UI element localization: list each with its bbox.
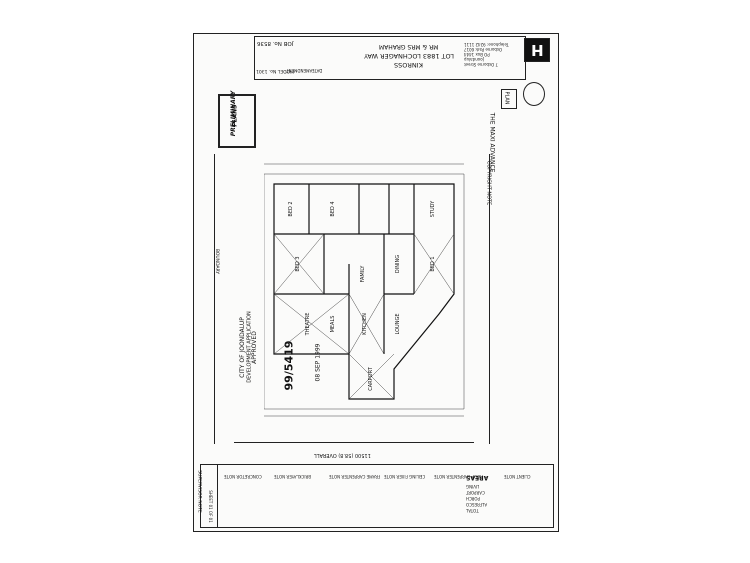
frame-carpenter-note: FRAME CARPENTER NOTE [329, 474, 381, 479]
job-number: JOB No. 8536 [257, 40, 294, 46]
sheet-number: SHEET 01 OF 01 [207, 490, 213, 523]
concretor-note: CONCRETOR NOTE [224, 474, 262, 479]
room-bed1: BED 1 [430, 256, 436, 271]
room-meals: MEALS [330, 316, 336, 333]
room-family: FAMILY [360, 265, 366, 283]
floor-plan: BED 2 BED 3 BED 4 BED 1 FAMILY THEATRE K… [264, 163, 465, 417]
date-label: DATE [312, 68, 323, 73]
builder-logo [523, 82, 545, 106]
house-outline [273, 183, 455, 400]
drawing-sheet: H MR & MRS GRAHAM LOT 1883 LOCHNAGER WAY… [193, 33, 559, 532]
room-theatre: THEATRE [305, 313, 311, 337]
room-carport: CARPORT [368, 366, 374, 390]
ceiling-fixer-note: CEILING FIXER NOTE [384, 474, 426, 479]
client-name: MR & MRS GRAHAM [379, 43, 439, 50]
supervisor-note: SUPERVISOR NOTE [196, 470, 202, 513]
room-lounge: LOUNGE [395, 314, 401, 335]
bricklayer-note: BRICKLAYER NOTE [274, 474, 311, 479]
room-bed3: BED 3 [295, 256, 301, 271]
preliminary-stamp: PRELIMINARY PLANS [218, 91, 256, 148]
plan-badge: PLAN [501, 89, 517, 109]
dimension-line-left [214, 154, 215, 444]
areas-block: AREAS LIVING CARPORT PORCH ALFRESCO TOTA… [466, 474, 489, 513]
amendment-label: AMENDMENT [286, 68, 313, 73]
room-kitchen: KITCHEN [362, 313, 368, 335]
lot-address: LOT 1883 LOCHNAGER WAY [364, 52, 454, 60]
areas-heading: AREAS [466, 474, 489, 481]
room-bed4: BED 4 [330, 201, 336, 216]
room-bed2: BED 2 [288, 201, 294, 216]
company-letter: H [531, 41, 544, 59]
overall-length: 11500 (58.8) OVERALL [314, 452, 371, 458]
room-dining: DINING [395, 255, 401, 273]
dimension-line-bottom [234, 442, 474, 443]
supervisor-box [200, 464, 218, 528]
room-study: STUDY [430, 200, 436, 217]
company-logo: H [524, 38, 550, 62]
suburb: KINROSS [394, 61, 423, 69]
dimension-line-right [489, 154, 490, 444]
